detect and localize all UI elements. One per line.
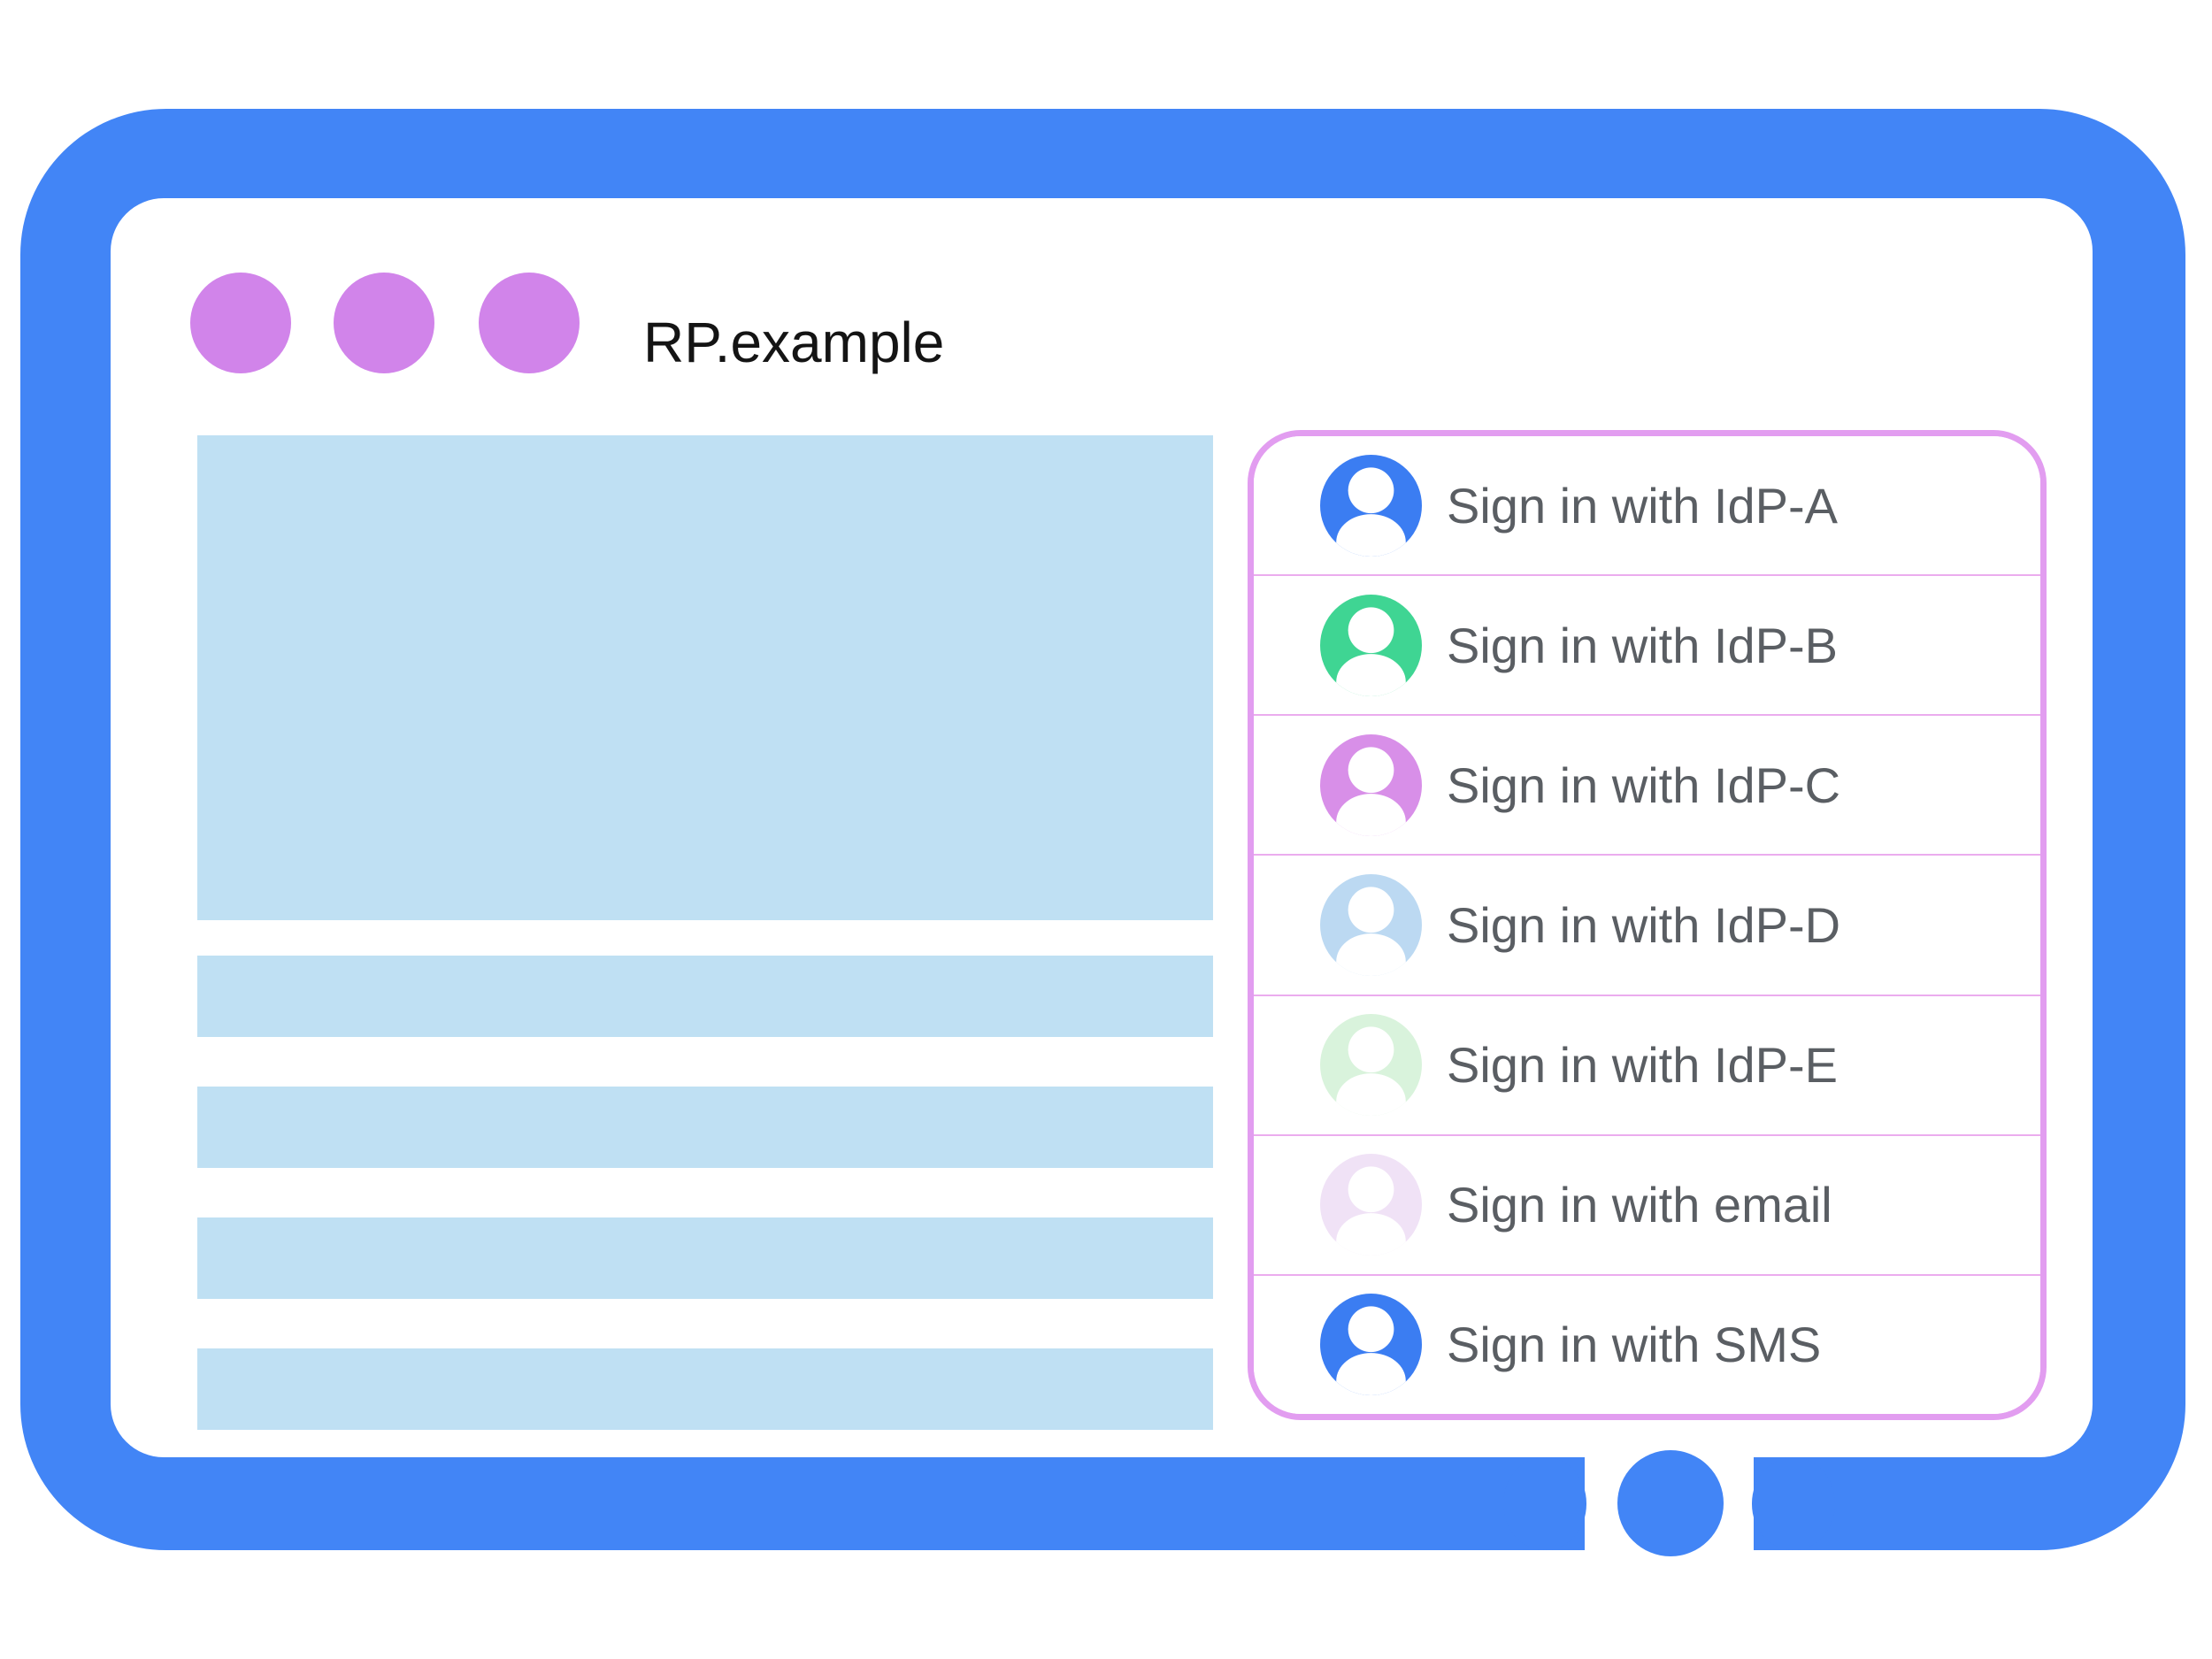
bottom-bar-right-cap: [1752, 1457, 1835, 1550]
sign-in-option-label: Sign in with IdP-D: [1447, 896, 1841, 953]
sign-in-option-label: Sign in with IdP-B: [1447, 617, 1838, 673]
sign-in-option-label: Sign in with IdP-C: [1447, 757, 1841, 813]
sign-in-option-idp-c[interactable]: Sign in with IdP-C: [1254, 714, 2040, 855]
sign-in-option-sms[interactable]: Sign in with SMS: [1254, 1273, 2040, 1414]
sign-in-option-email[interactable]: Sign in with email: [1254, 1133, 2040, 1274]
window-dot-icon: [190, 273, 291, 373]
person-avatar-icon: [1320, 455, 1422, 557]
sign-in-option-idp-b[interactable]: Sign in with IdP-B: [1254, 574, 2040, 715]
person-avatar-icon: [1320, 874, 1422, 976]
sign-in-option-label: Sign in with SMS: [1447, 1317, 1822, 1373]
sign-in-option-idp-a[interactable]: Sign in with IdP-A: [1254, 436, 2040, 575]
sign-in-panel: Sign in with IdP-A Sign in with IdP-B Si…: [1248, 430, 2047, 1420]
content-placeholder-line: [197, 1217, 1213, 1299]
sign-in-option-idp-e[interactable]: Sign in with IdP-E: [1254, 994, 2040, 1134]
content-placeholder-line: [197, 956, 1213, 1037]
person-avatar-icon: [1320, 1294, 1422, 1395]
sign-in-option-label: Sign in with IdP-E: [1447, 1037, 1838, 1094]
content-placeholder-hero: [197, 435, 1213, 920]
home-button[interactable]: [1617, 1450, 1724, 1556]
sign-in-option-label: Sign in with email: [1447, 1177, 1832, 1233]
person-avatar-icon: [1320, 595, 1422, 696]
person-avatar-icon: [1320, 734, 1422, 836]
bottom-bar-left-cap: [1503, 1457, 1586, 1550]
person-avatar-icon: [1320, 1014, 1422, 1116]
person-avatar-icon: [1320, 1154, 1422, 1256]
window-dot-icon: [334, 273, 434, 373]
content-placeholder-line: [197, 1348, 1213, 1430]
sign-in-option-idp-d[interactable]: Sign in with IdP-D: [1254, 854, 2040, 995]
window-dot-icon: [479, 273, 580, 373]
content-placeholder-line: [197, 1087, 1213, 1168]
sign-in-option-label: Sign in with IdP-A: [1447, 477, 1838, 534]
page-title: RP.example: [643, 311, 945, 374]
